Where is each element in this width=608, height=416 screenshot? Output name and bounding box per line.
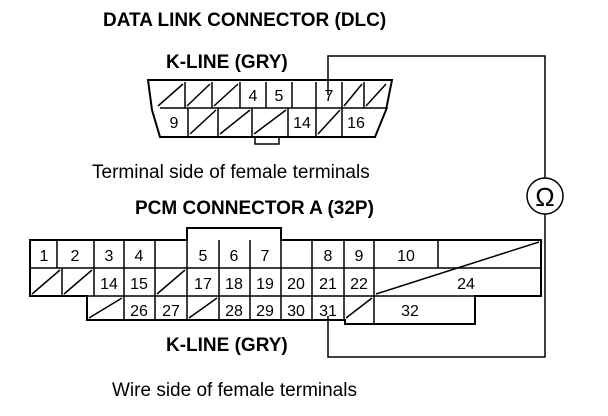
terminal-5: 5 [199,248,208,265]
ohmmeter-icon: Ω [535,182,554,212]
pcm-kline-label: K-LINE (GRY) [166,335,288,356]
terminal-15: 15 [130,276,148,293]
dlc-connector [146,79,394,145]
pcm-caption: Wire side of female terminals [112,380,357,401]
dlc-kline-label: K-LINE (GRY) [166,52,288,73]
terminal-4: 4 [135,248,144,265]
pcm-connector [29,227,542,325]
terminal-7: 7 [325,88,334,105]
terminal-1: 1 [40,248,49,265]
terminal-14: 14 [293,115,311,132]
terminal-19: 19 [256,276,274,293]
pcm-title: PCM CONNECTOR A (32P) [135,198,374,219]
terminal-30: 30 [287,303,305,320]
terminal-18: 18 [225,276,243,293]
terminal-6: 6 [230,248,239,265]
terminal-27: 27 [162,303,180,320]
terminal-9: 9 [355,248,364,265]
terminal-8: 8 [324,248,333,265]
terminal-7: 7 [261,248,270,265]
terminal-10: 10 [397,248,415,265]
dlc-caption: Terminal side of female terminals [92,162,370,183]
terminal-21: 21 [319,276,337,293]
terminal-17: 17 [194,276,212,293]
dlc-title: DATA LINK CONNECTOR (DLC) [103,10,387,31]
terminal-29: 29 [256,303,274,320]
terminal-4: 4 [249,88,258,105]
terminal-28: 28 [225,303,243,320]
terminal-31: 31 [319,303,337,320]
terminal-9: 9 [170,115,179,132]
terminal-16: 16 [347,115,365,132]
terminal-22: 22 [350,276,368,293]
terminal-3: 3 [105,248,114,265]
terminal-24: 24 [457,276,475,293]
terminal-26: 26 [130,303,148,320]
terminal-14: 14 [100,276,118,293]
terminal-32: 32 [401,303,419,320]
terminal-2: 2 [71,248,80,265]
terminal-20: 20 [287,276,305,293]
terminal-5: 5 [275,88,284,105]
ohmmeter-wire [327,55,564,358]
